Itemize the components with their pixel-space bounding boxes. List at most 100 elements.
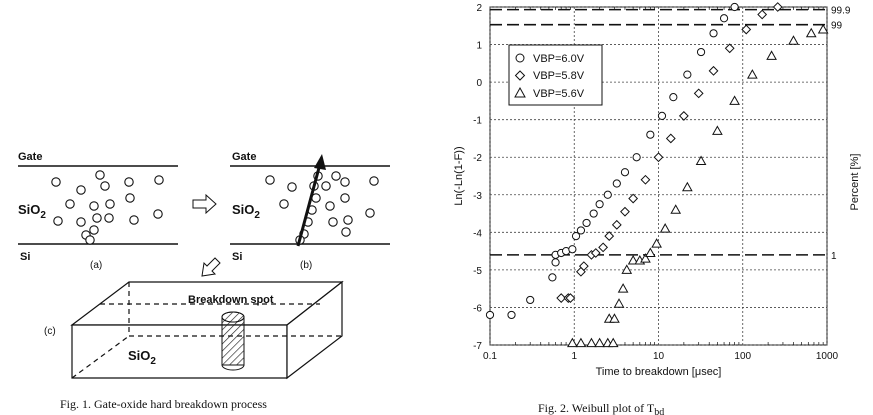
si-label: Si	[232, 251, 242, 263]
y-tick-label: -6	[473, 303, 482, 314]
data-point-diamond	[741, 24, 752, 35]
legend-circle-icon	[515, 53, 525, 63]
data-point-triangle	[712, 125, 723, 135]
y-tick-label: -4	[473, 228, 482, 239]
data-point-circle	[595, 200, 604, 209]
panel-tag: (b)	[300, 260, 312, 271]
data-point-diamond	[620, 206, 630, 217]
breakdown-spot-label: Breakdown spot	[188, 294, 274, 306]
x-tick-label: 1000	[816, 351, 839, 362]
data-point-circle	[612, 179, 621, 188]
data-point-triangle	[613, 298, 625, 308]
data-point-circle	[551, 258, 560, 267]
data-point-diamond	[678, 111, 689, 121]
data-point-triangle	[567, 337, 578, 348]
data-point-diamond	[653, 152, 664, 163]
y-tick-label: -7	[473, 341, 482, 352]
y-tick-label: -2	[473, 153, 482, 164]
data-point-circle	[669, 93, 678, 102]
data-point-diamond	[708, 65, 719, 76]
data-point-triangle	[805, 27, 817, 38]
panel-c: (c) Breakdown spot SiO2	[44, 280, 344, 380]
right-arrow-icon	[192, 193, 217, 215]
data-point-triangle	[670, 204, 682, 214]
data-point-diamond	[693, 88, 704, 99]
data-point-diamond	[604, 231, 615, 241]
data-point-circle	[632, 153, 641, 162]
data-point-triangle	[594, 337, 605, 348]
data-point-circle	[582, 218, 591, 228]
down-left-arrow-icon	[201, 257, 221, 277]
data-point-diamond	[598, 242, 609, 253]
x-tick-label: 100	[734, 351, 751, 362]
data-point-triangle	[746, 69, 758, 79]
data-point-diamond	[628, 193, 639, 204]
legend-entry: VBP=5.6V	[533, 88, 585, 100]
data-point-circle	[696, 47, 706, 57]
data-point-circle	[709, 29, 718, 38]
data-point-triangle	[621, 264, 633, 274]
gate-label: Gate	[232, 151, 256, 163]
data-point-triangle	[788, 35, 799, 45]
data-point-diamond	[772, 2, 783, 12]
data-point-triangle	[575, 337, 587, 348]
data-point-circle	[589, 209, 598, 218]
data-point-diamond	[665, 133, 676, 144]
data-point-triangle	[607, 337, 619, 348]
panel-b: Gate SiO2 Si (b)	[230, 151, 390, 271]
data-point-triangle	[766, 50, 777, 60]
data-point-circle	[683, 70, 692, 79]
data-point-triangle	[817, 24, 829, 34]
legend: VBP=6.0V VBP=5.8V VBP=5.6V	[508, 44, 603, 106]
data-point-triangle	[617, 283, 629, 293]
data-point-diamond	[757, 9, 768, 20]
percent-tick-label: 1	[831, 251, 837, 262]
data-point-circle	[620, 168, 630, 177]
data-point-diamond	[611, 219, 622, 230]
oxide-label: SiO2	[232, 202, 260, 221]
legend-diamond-icon	[514, 70, 526, 81]
data-point-circle	[646, 130, 655, 139]
percent-tick-label: 99.9	[831, 6, 851, 17]
data-point-triangle	[627, 254, 639, 265]
data-point-circle	[657, 111, 667, 121]
trap-cluster	[51, 170, 164, 245]
y-axis-label: Ln(-Ln(1-F))	[453, 146, 465, 205]
y-tick-label: -1	[473, 116, 482, 127]
data-point-triangle	[651, 238, 662, 248]
data-point-triangle	[695, 155, 707, 165]
data-point-triangle	[609, 313, 620, 323]
oxide-label: SiO2	[128, 348, 156, 367]
y-tick-label: -5	[473, 266, 482, 277]
data-points	[485, 2, 829, 348]
data-point-circle	[548, 273, 557, 282]
figure-caption: Fig. 1. Gate-oxide hard breakdown proces…	[60, 397, 267, 411]
y-tick-label: 0	[476, 78, 482, 89]
data-point-circle	[719, 14, 729, 23]
data-point-diamond	[590, 248, 601, 258]
data-point-diamond	[578, 261, 589, 272]
panel-tag: (c)	[44, 326, 56, 337]
legend-entry: VBP=5.8V	[533, 70, 585, 82]
panel-a: Gate SiO2 Si (a)	[18, 151, 178, 271]
data-point-triangle	[681, 181, 693, 192]
trap-cluster	[265, 171, 379, 245]
data-point-circle	[603, 190, 612, 199]
data-point-diamond	[565, 293, 576, 303]
y-tick-label: -3	[473, 191, 482, 202]
data-point-circle	[568, 245, 577, 254]
data-point-triangle	[586, 337, 597, 348]
right-axis-label: Percent [%]	[849, 154, 861, 211]
oxide-label: SiO2	[18, 202, 46, 221]
legend-entry: VBP=6.0V	[533, 53, 585, 65]
percent-tick-label: 99	[831, 21, 843, 32]
y-tick-label: 2	[476, 3, 482, 14]
data-point-triangle	[640, 253, 651, 263]
percent-lines: 99.9 99 1	[490, 6, 851, 262]
data-point-circle	[576, 226, 586, 235]
x-axis-label: Time to breakdown [μsec]	[596, 366, 722, 378]
data-point-circle	[485, 310, 495, 320]
